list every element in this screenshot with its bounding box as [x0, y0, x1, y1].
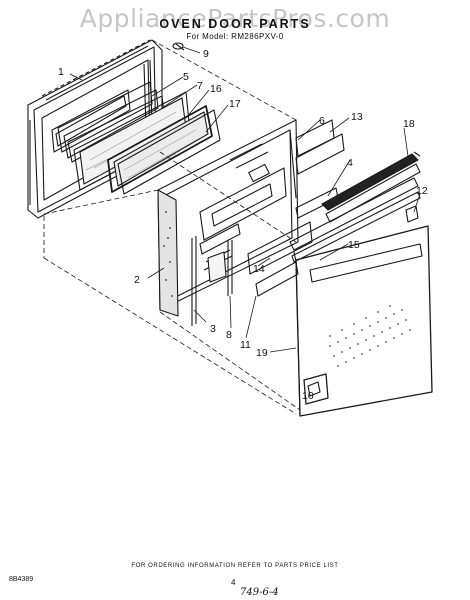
- watermark: AppliancePartsPros.com: [79, 4, 391, 33]
- page-number: 4: [231, 578, 236, 587]
- leader-lines: [69, 46, 421, 353]
- callout-3: 3: [210, 323, 216, 335]
- callout-17: 17: [229, 98, 241, 110]
- diagram-title: OVEN DOOR PARTS: [159, 17, 311, 31]
- callout-19: 19: [256, 347, 268, 359]
- part-door-handle: [321, 151, 421, 223]
- callout-16: 16: [210, 83, 222, 95]
- callout-15: 15: [348, 239, 360, 251]
- callout-5: 5: [183, 71, 189, 83]
- callout-18: 18: [403, 118, 415, 130]
- part-door-liner: [157, 119, 299, 317]
- callout-10: 10: [302, 390, 314, 402]
- callout-7: 7: [197, 80, 203, 92]
- callout-12: 12: [416, 185, 428, 197]
- part-door-trim: [289, 177, 421, 263]
- alignment-guides: [43, 39, 301, 415]
- callout-9: 9: [203, 48, 209, 60]
- callout-6: 6: [319, 115, 325, 127]
- ordering-note: FOR ORDERING INFORMATION REFER TO PARTS …: [131, 563, 339, 569]
- callout-11: 11: [240, 339, 251, 351]
- callout-14: 14: [253, 263, 265, 275]
- part-hinge-brackets: [191, 236, 233, 326]
- callout-1: 1: [58, 66, 64, 78]
- callout-8: 8: [226, 329, 232, 341]
- part-vent-panel: [289, 119, 345, 199]
- part-screw: [172, 42, 185, 51]
- figure-code: 8B4389: [9, 576, 34, 583]
- part-glass-panel: [107, 105, 221, 195]
- model-subtitle: For Model: RM286PXV-0: [186, 32, 284, 41]
- part-outer-door-panel: [293, 225, 433, 417]
- callout-4: 4: [347, 157, 353, 169]
- handwritten-note: 749-6-4: [240, 587, 279, 598]
- callout-labels: 1 2 3 4 5 6 7 8 9 10 11 12 13 14 15 16 1…: [58, 48, 428, 402]
- callout-13: 13: [351, 111, 363, 123]
- callout-2: 2: [134, 274, 140, 286]
